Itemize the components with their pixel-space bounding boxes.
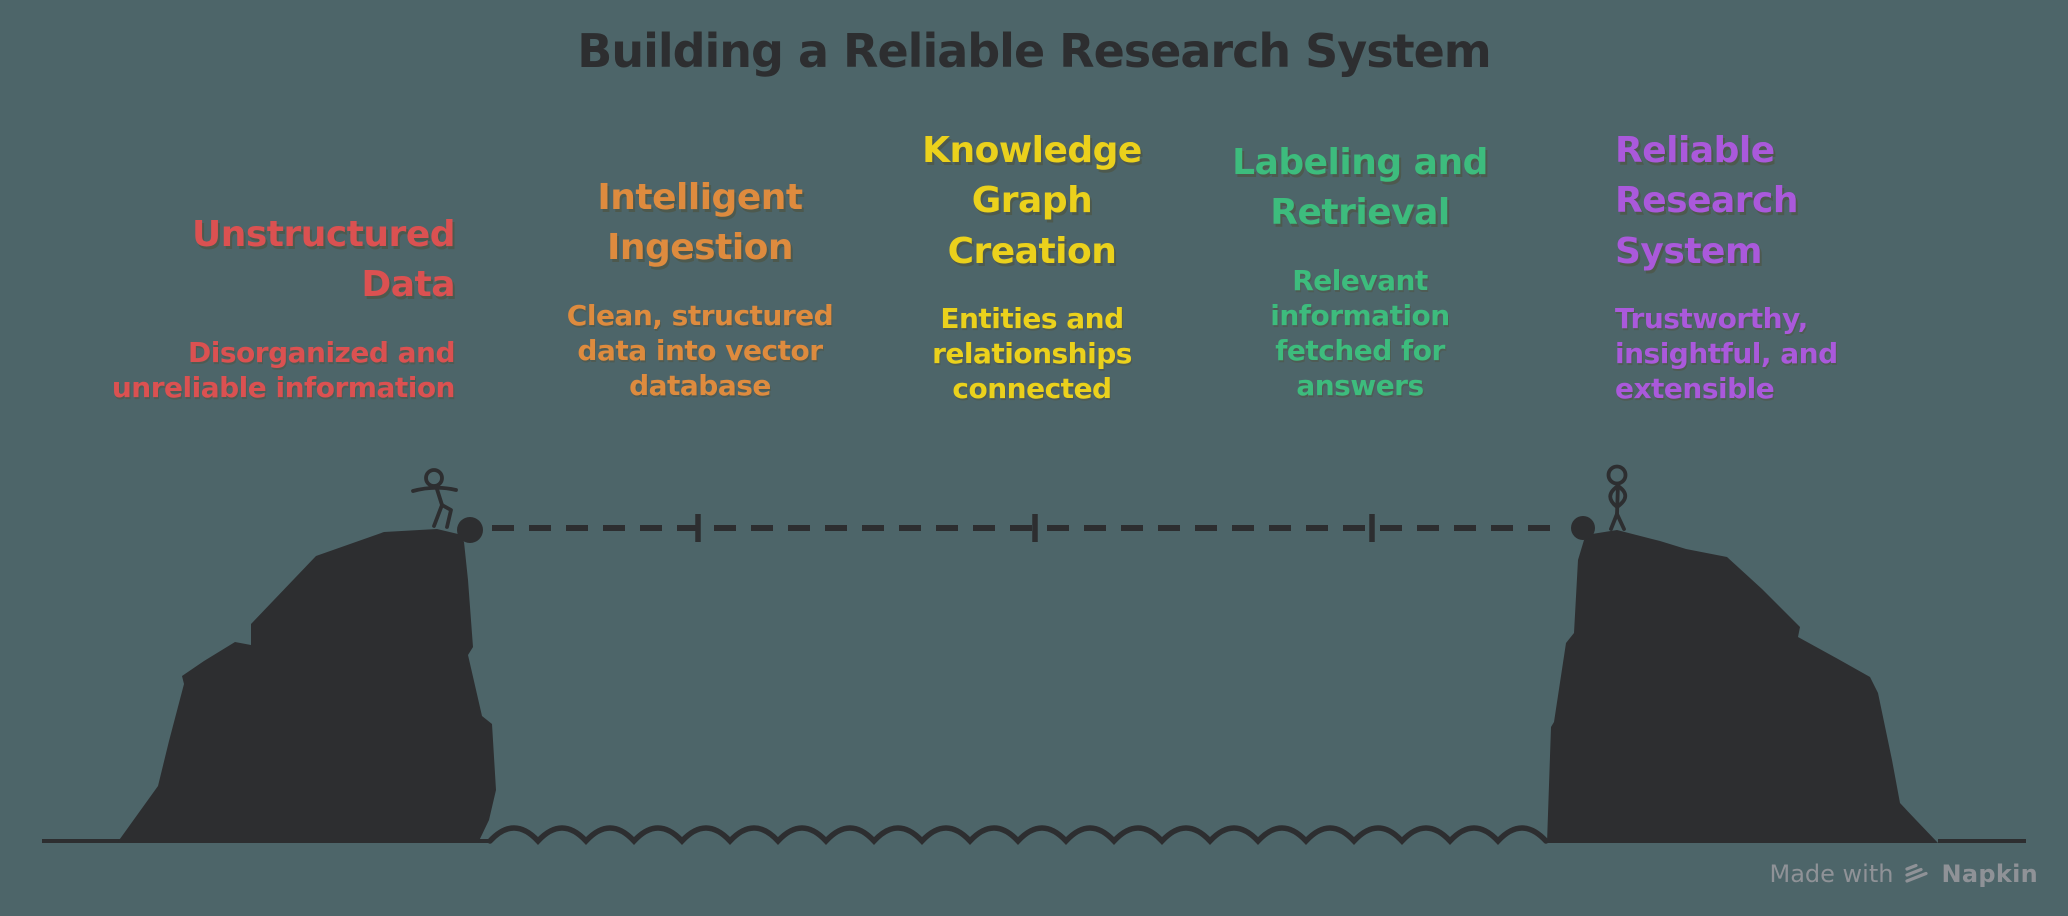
stick-figure-right-head xyxy=(1606,464,1628,486)
stage-heading-knowledge-graph-creation: Knowledge Graph Creation xyxy=(922,130,1142,272)
right-cliff xyxy=(1547,530,1938,843)
stage-description-unstructured-data: Disorganized and unreliable information xyxy=(111,335,456,404)
stage-heading-reliable-research-system: Reliable Research System xyxy=(1615,130,1799,272)
watermark-text: Made with xyxy=(1769,860,1894,888)
stick-figure-right xyxy=(1606,464,1628,531)
watermark-brand: Napkin xyxy=(1941,860,2038,888)
stage-knowledge-graph-creation: Knowledge Graph Creation Entities and re… xyxy=(842,126,1222,406)
stage-heading-intelligent-ingestion: Intelligent Ingestion xyxy=(597,177,803,269)
stage-heading-unstructured-data: Unstructured Data xyxy=(192,214,456,306)
stage-reliable-research-system: Reliable Research System Trustworthy, in… xyxy=(1615,126,1995,406)
left-cliff xyxy=(117,529,496,843)
napkin-stack-icon xyxy=(1905,863,1929,883)
right-cliff-edge-knob xyxy=(1571,516,1595,540)
stick-figure-right-right-leg xyxy=(1615,512,1626,531)
stage-description-labeling-and-retrieval: Relevant information fetched for answers xyxy=(1270,263,1450,402)
stage-heading-labeling-and-retrieval: Labeling and Retrieval xyxy=(1232,142,1488,234)
stick-figure-left-back-leg xyxy=(432,503,444,528)
stick-figure-left-head xyxy=(424,468,444,488)
stick-figure-right-torso xyxy=(1615,482,1620,516)
stick-figure-left xyxy=(411,468,458,529)
stage-labeling-and-retrieval: Labeling and Retrieval Relevant informat… xyxy=(1170,138,1550,403)
stage-description-knowledge-graph-creation: Entities and relationships connected xyxy=(932,302,1132,406)
water-waves xyxy=(487,825,1549,846)
stick-figure-right-left-leg xyxy=(1609,512,1619,531)
left-cliff-edge-knob xyxy=(457,517,483,543)
stage-description-reliable-research-system: Trustworthy, insightful, and extensible xyxy=(1615,302,1838,406)
stick-figure-left-front-leg xyxy=(440,503,453,529)
diagram-title: Building a Reliable Research System xyxy=(577,24,1491,78)
stage-unstructured-data: Unstructured Data Disorganized and unrel… xyxy=(75,210,456,405)
stage-description-intelligent-ingestion: Clean, structured data into vector datab… xyxy=(566,298,834,402)
stick-figure-right-akimbo-arms xyxy=(1608,484,1628,509)
stick-figure-left-arms xyxy=(411,485,458,493)
stage-intelligent-ingestion: Intelligent Ingestion Clean, structured … xyxy=(510,173,890,403)
watermark: Made with Napkin xyxy=(1769,860,2038,888)
